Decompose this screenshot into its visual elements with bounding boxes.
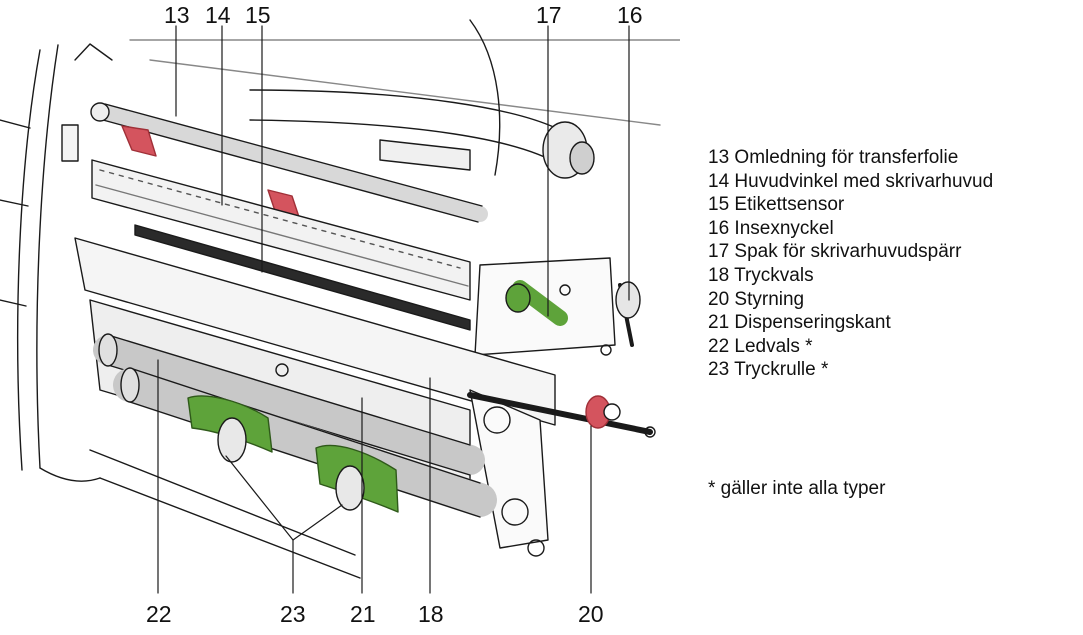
printhead-bracket <box>91 159 471 301</box>
callout-17: 17 <box>536 2 562 28</box>
callout-20: 20 <box>578 601 604 627</box>
callout-21: 21 <box>350 601 376 627</box>
legend-item: 15 Etikettsensor <box>708 194 845 216</box>
rear-roller <box>129 19 680 179</box>
legend-item: 14 Huvudvinkel med skrivarhuvud <box>708 170 994 192</box>
legend-item: 16 Insexnyckel <box>708 217 834 239</box>
hex-key <box>615 281 641 347</box>
printhead-strip <box>134 224 471 331</box>
callout-14: 14 <box>205 2 231 28</box>
housing-frame <box>0 43 361 579</box>
leader-lines <box>157 25 630 594</box>
legend-footnote: * gäller inte alla typer <box>708 478 886 499</box>
green-pressure-rolls <box>187 395 399 513</box>
guide-rod <box>467 392 656 438</box>
callout-16: 16 <box>617 2 643 28</box>
print-mechanism-illustration <box>0 19 680 594</box>
legend-item: 21 Dispenseringskant <box>708 312 891 334</box>
legend-item: 18 Tryckvals <box>708 264 814 286</box>
legend-item: 20 Styrning <box>708 288 805 310</box>
legend-item: 23 Tryckrulle * <box>708 359 829 381</box>
legend-item: 22 Ledvals * <box>708 335 813 357</box>
legend-item: 13 Omledning för transferfolie <box>708 147 959 168</box>
callout-23: 23 <box>280 601 306 627</box>
callout-22: 22 <box>146 601 172 627</box>
ribbon-deflection-bar <box>90 102 488 223</box>
callout-13: 13 <box>164 2 190 28</box>
legend-item: 17 Spak för skrivarhuvudspärr <box>708 241 962 263</box>
parts-legend: 13 Omledning för transferfolie 14 Huvudv… <box>708 146 1078 382</box>
callout-15: 15 <box>245 2 271 28</box>
lever-housing <box>474 257 616 356</box>
callout-18: 18 <box>418 601 444 627</box>
